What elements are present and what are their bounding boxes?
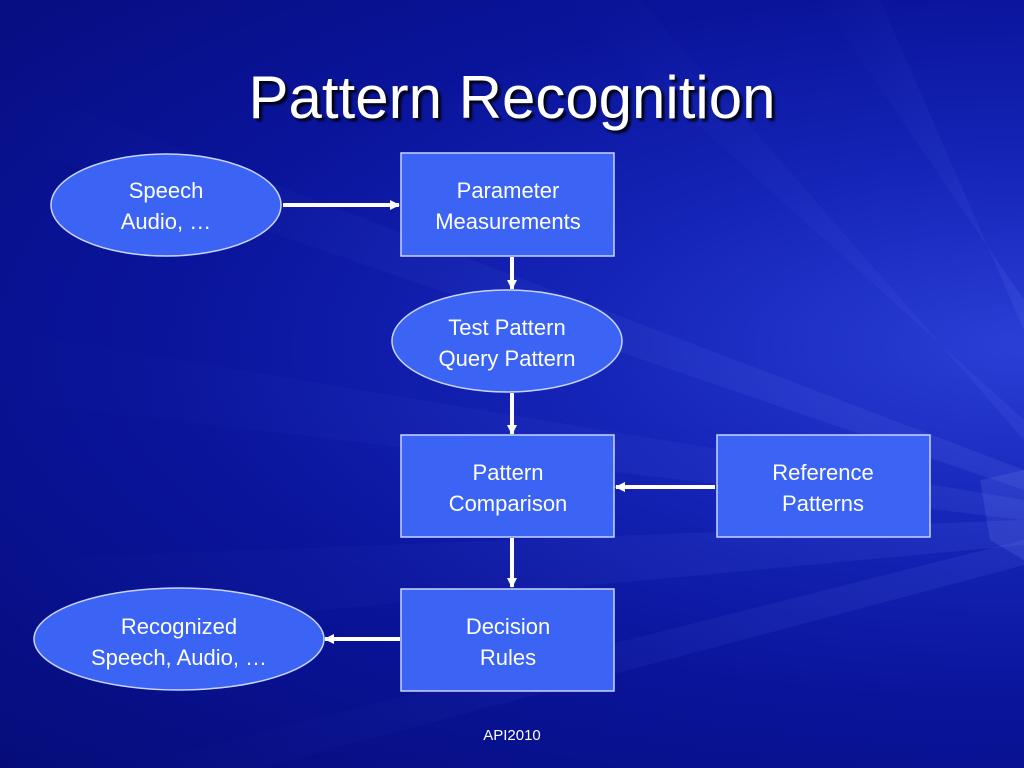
- node-decision-line-1: Decision: [466, 614, 550, 639]
- node-input-shape: [50, 153, 282, 257]
- footer-label: API2010: [483, 727, 541, 744]
- node-test-line-1: Test Pattern: [448, 315, 565, 340]
- node-test: Test Pattern Query Pattern: [391, 289, 623, 393]
- node-input-line-1: Speech: [129, 178, 204, 203]
- node-compare-line-1: Pattern: [473, 460, 544, 485]
- node-params-shape: [400, 152, 615, 257]
- node-compare-line-2: Comparison: [449, 491, 568, 516]
- node-input: Speech Audio, …: [50, 153, 282, 257]
- node-output-shape: [33, 587, 325, 691]
- slide-title: Pattern Recognition: [248, 64, 776, 131]
- node-params-line-2: Measurements: [435, 209, 581, 234]
- node-output-line-1: Recognized: [121, 614, 237, 639]
- node-reference-shape: [716, 434, 931, 538]
- node-output-line-2: Speech, Audio, …: [91, 645, 267, 670]
- node-compare-shape: [400, 434, 615, 538]
- node-input-line-2: Audio, …: [121, 209, 212, 234]
- node-reference-line-2: Patterns: [782, 491, 864, 516]
- node-reference-line-1: Reference: [772, 460, 874, 485]
- node-reference: Reference Patterns: [716, 434, 931, 538]
- node-compare: Pattern Comparison: [400, 434, 615, 538]
- node-params-line-1: Parameter: [457, 178, 560, 203]
- node-output: Recognized Speech, Audio, …: [33, 587, 325, 691]
- node-decision-line-2: Rules: [480, 645, 536, 670]
- node-params: Parameter Measurements: [400, 152, 615, 257]
- node-test-line-2: Query Pattern: [439, 346, 576, 371]
- node-decision: Decision Rules: [400, 588, 615, 692]
- node-test-shape: [391, 289, 623, 393]
- node-decision-shape: [400, 588, 615, 692]
